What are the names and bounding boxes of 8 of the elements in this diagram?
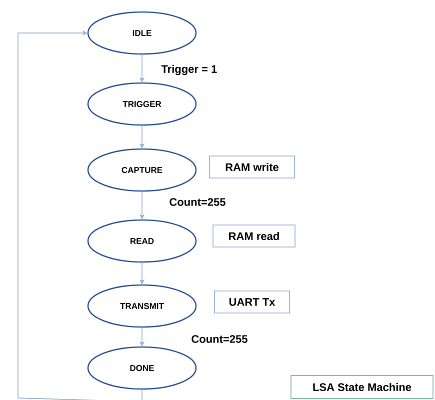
title-box: LSA State Machine (290, 375, 434, 399)
arrow (18, 30, 142, 400)
action-box: RAM write (209, 156, 295, 178)
edge-label: Count=255 (190, 334, 249, 344)
action-box: UART Tx (214, 290, 290, 314)
action-box: RAM read (212, 224, 296, 248)
edge-label: Trigger = 1 (160, 64, 218, 76)
edge-label: Count=255 (168, 197, 227, 207)
